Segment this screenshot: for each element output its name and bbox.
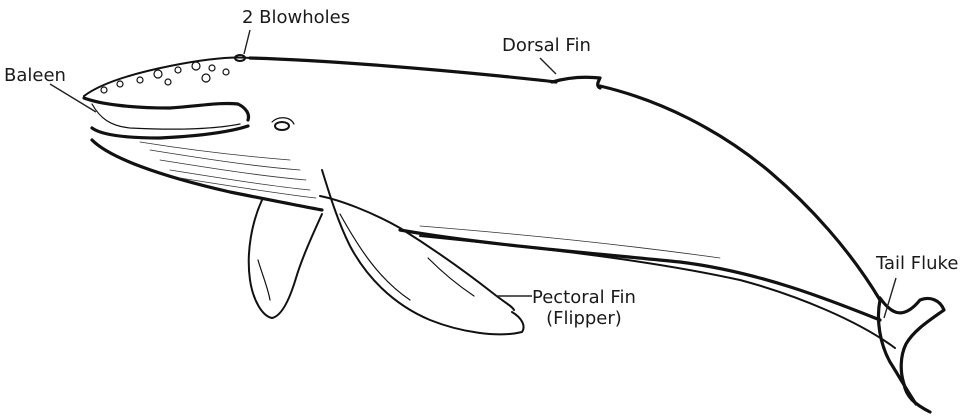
dorsal-fin bbox=[552, 77, 600, 88]
leader-baleen bbox=[50, 84, 96, 112]
label-tail-fluke: Tail Fluke bbox=[876, 254, 958, 275]
far-pectoral-fin bbox=[249, 200, 322, 318]
tail-fluke bbox=[878, 298, 944, 412]
leader-blowholes bbox=[244, 30, 250, 54]
leader-dorsal-fin bbox=[540, 58, 556, 74]
label-dorsal-fin: Dorsal Fin bbox=[502, 36, 591, 57]
label-blowholes: 2 Blowholes bbox=[242, 8, 350, 29]
near-pectoral-fin bbox=[320, 170, 524, 334]
label-pectoral-fin-line1: Pectoral Fin bbox=[532, 288, 636, 309]
eye bbox=[275, 122, 289, 130]
label-baleen: Baleen bbox=[4, 66, 66, 87]
label-pectoral-fin: Pectoral Fin (Flipper) bbox=[532, 288, 636, 329]
whale-body bbox=[84, 55, 895, 348]
label-pectoral-fin-line2: (Flipper) bbox=[532, 309, 636, 330]
